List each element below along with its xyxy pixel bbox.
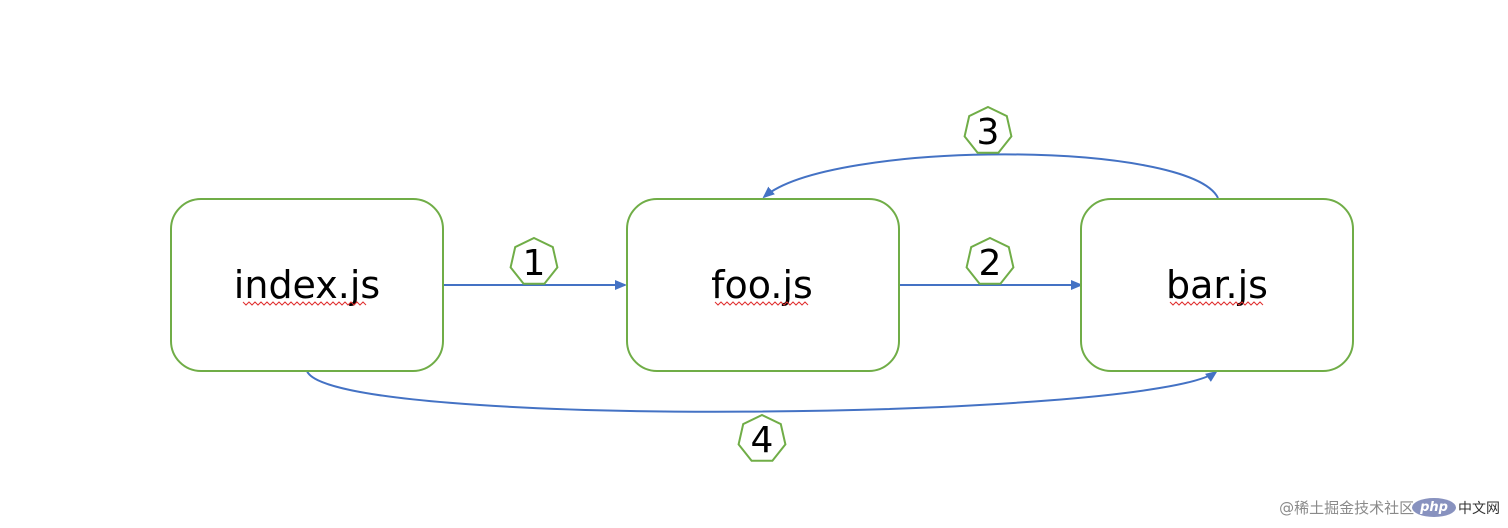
edge-badge-3: 3	[963, 105, 1013, 154]
watermark-text: @稀土掘金技术社区	[1279, 499, 1415, 517]
badge-label: 1	[523, 243, 546, 284]
badge-label: 2	[979, 243, 1002, 284]
edge-3	[762, 153, 1219, 199]
node-foo-js[interactable]: foo.js	[626, 198, 900, 372]
node-bar-js[interactable]: bar.js	[1080, 198, 1354, 372]
watermark: @稀土掘金技术社区 php 中文网	[1279, 497, 1500, 518]
watermark-suffix: 中文网	[1458, 500, 1500, 517]
node-label: bar.js	[1166, 263, 1268, 307]
spellcheck-underline	[714, 301, 809, 306]
edge-badge-1: 1	[509, 236, 559, 285]
php-logo-icon: php	[1412, 498, 1456, 517]
node-label: foo.js	[711, 263, 813, 307]
edge-4	[306, 370, 1218, 413]
edge-badge-4: 4	[737, 413, 787, 462]
badge-label: 3	[977, 112, 1000, 153]
node-label: index.js	[234, 263, 380, 307]
badge-label: 4	[751, 420, 774, 461]
spellcheck-underline	[242, 301, 367, 306]
node-index-js[interactable]: index.js	[170, 198, 444, 372]
edge-badge-2: 2	[965, 236, 1015, 285]
spellcheck-underline	[1169, 301, 1264, 306]
